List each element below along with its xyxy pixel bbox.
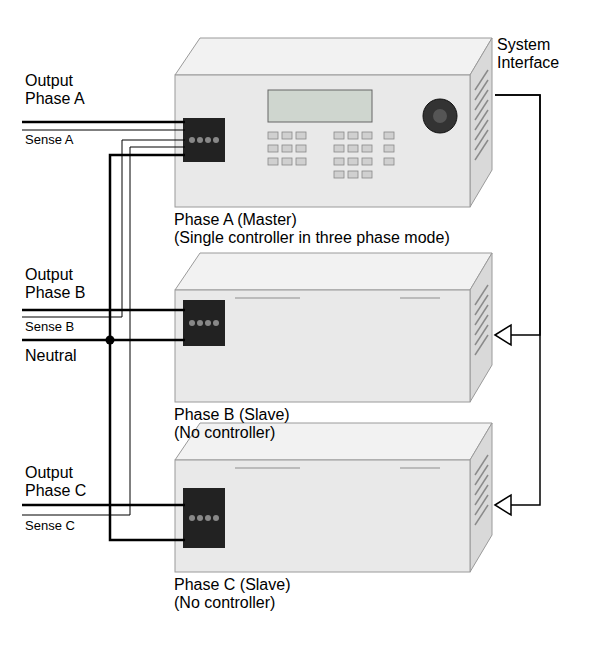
sense-label: Sense C bbox=[25, 519, 105, 534]
unit-caption: Phase C (Slave)(No controller) bbox=[174, 576, 291, 613]
output-label: Output Phase A bbox=[25, 72, 105, 109]
sense-wire bbox=[22, 147, 185, 515]
master-unit bbox=[175, 38, 492, 207]
output-wire bbox=[22, 121, 185, 124]
output-label: Output Phase B bbox=[25, 266, 105, 303]
unit-caption: Phase A (Master)(Single controller in th… bbox=[174, 211, 450, 248]
sense-wire bbox=[22, 140, 185, 317]
unit-note: (No controller) bbox=[174, 424, 275, 442]
interface-line bbox=[495, 95, 540, 335]
arrow-head bbox=[495, 325, 511, 345]
neutral-label: Neutral bbox=[25, 347, 105, 365]
junction-dot bbox=[106, 336, 115, 345]
system-interface-link bbox=[495, 95, 540, 345]
output-wire bbox=[22, 309, 185, 312]
wiring bbox=[22, 122, 185, 540]
system-interface-link bbox=[495, 95, 540, 515]
slave-unit bbox=[175, 423, 492, 572]
unit-note: (Single controller in three phase mode) bbox=[174, 229, 450, 247]
instrument-unit: Phase C (Slave)(No controller) bbox=[170, 415, 495, 573]
output-wire bbox=[22, 504, 185, 507]
slave-unit bbox=[175, 253, 492, 402]
arrow-head bbox=[495, 495, 511, 515]
neutral-wire bbox=[110, 155, 185, 540]
instrument-unit: Phase A (Master)(Single controller in th… bbox=[170, 30, 495, 208]
unit-name: Phase C (Slave) bbox=[174, 576, 291, 594]
neutral-wire bbox=[22, 339, 185, 342]
interface-label: System Interface bbox=[497, 36, 585, 73]
unit-name: Phase B (Slave) bbox=[174, 406, 290, 424]
instrument-unit: Phase B (Slave)(No controller) bbox=[170, 245, 495, 403]
sense-wire bbox=[22, 130, 185, 131]
sense-label: Sense B bbox=[25, 320, 105, 335]
output-label: Output Phase C bbox=[25, 464, 105, 501]
sense-label: Sense A bbox=[25, 133, 105, 148]
unit-note: (No controller) bbox=[174, 594, 275, 612]
unit-caption: Phase B (Slave)(No controller) bbox=[174, 406, 290, 443]
unit-name: Phase A (Master) bbox=[174, 211, 297, 229]
interface-line bbox=[495, 95, 540, 505]
